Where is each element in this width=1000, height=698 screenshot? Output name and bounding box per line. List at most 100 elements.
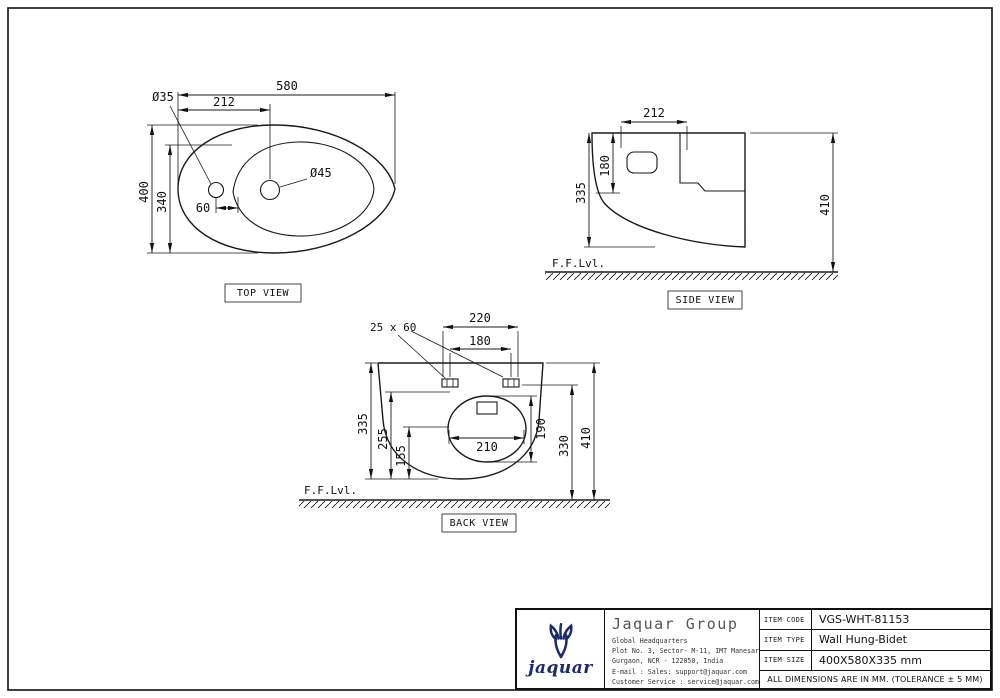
dim-total-height: 410 [818,194,832,216]
dim-large-hole: Ø45 [310,166,332,180]
leader-line [397,334,446,379]
dim-small-hole: Ø35 [152,90,174,104]
dim-opening-width: 210 [476,440,498,454]
jaquar-logo-icon [548,622,573,658]
side-view-outline [591,132,746,248]
label-frame [667,290,743,310]
mounting-slot-left [441,378,459,388]
dimension-580: 580 [177,79,396,184]
dim-body-height: 335 [356,413,370,435]
dimension-155: 155 [394,426,449,479]
dimension-410-back: 410 [546,362,600,500]
item-type-value: Wall Hung-Bidet [819,633,907,647]
floor-level-side: F.F.Lvl. [545,257,838,280]
company-name: Jaquar Group [612,615,739,633]
brand-cell: jaquar [517,610,605,688]
top-view-inner-rim [232,141,375,237]
view-label: TOP VIEW [237,288,290,299]
side-view-label-box: SIDE VIEW [667,290,743,310]
dimension-212-top: 212 [178,95,271,179]
dimension-340: 340 [155,144,232,253]
back-view: 25 x 60 220 180 335 255 [299,311,610,533]
side-view-rim-section [679,133,745,192]
dimension-335-back: 335 [356,362,438,480]
dim-depth: 400 [137,181,151,203]
dimension-410-side: 410 [750,132,838,272]
customer-service-line: Customer Service : service@jaquar.com [612,677,759,686]
dim-body-height: 335 [574,182,588,204]
mounting-slot-right [502,378,520,388]
label-frame [441,513,517,533]
company-address: Global Headquarters Plot No. 3, Sector- … [612,636,759,687]
dim-top-width: 580 [276,79,298,93]
brand-wordmark: jaquar [528,657,593,678]
callout-slot-size: 25 x 60 [370,321,504,379]
view-label: BACK VIEW [450,518,509,529]
dimension-330: 330 [522,384,578,500]
dimension-400: 400 [137,124,258,254]
dimension-220: 220 [442,311,519,377]
floor-hatching [299,501,610,508]
ffl-label: F.F.Lvl. [552,257,605,270]
slot-frame [441,378,459,388]
dim-slot-span: 220 [469,311,491,325]
top-view-label-box: TOP VIEW [224,283,302,303]
dim-tap-offset: 212 [213,95,235,109]
dimension-180-side: 180 [596,133,620,194]
dim-bowl-depth: 340 [155,191,169,213]
dimension-210: 210 [448,430,525,454]
view-label: SIDE VIEW [676,295,735,306]
slot-frame [502,378,520,388]
dimension-190: 190 [489,395,548,463]
dimension-255: 255 [376,391,450,479]
item-type-label: ITEM TYPE [760,630,812,650]
item-code-value: VGS-WHT-81153 [819,613,910,627]
leader-line [410,330,504,378]
back-view-opening [447,395,527,463]
dimension-212-side: 212 [620,106,688,150]
table-row: ITEM TYPE Wall Hung-Bidet [760,630,990,651]
top-view: 580 212 Ø35 Ø45 400 340 [137,79,396,303]
title-block: jaquar Jaquar Group Global Headquarters … [515,608,992,690]
dim-slot-size: 25 x 60 [370,321,416,334]
dimension-60: 60 [196,197,239,215]
tolerance-note: ALL DIMENSIONS ARE IN MM. (TOLERANCE ± 5… [767,674,983,684]
callout-hole-45: Ø45 [279,166,332,188]
floor-level-back: F.F.Lvl. [299,484,610,508]
dim-slot-centers: 180 [469,334,491,348]
dim-slot-floor-height: 330 [557,435,571,457]
address-line-2: Gurgaon, NCR - 122050, India [612,657,724,666]
item-table: ITEM CODE VGS-WHT-81153 ITEM TYPE Wall H… [760,610,990,688]
table-row: ITEM CODE VGS-WHT-81153 [760,610,990,631]
floor-hatching [545,273,838,280]
top-view-outer-outline [177,124,396,254]
item-size-label: ITEM SIZE [760,650,812,670]
top-view-large-hole [259,179,281,201]
hq-line: Global Headquarters [612,637,688,645]
dimension-180-back: 180 [449,334,512,377]
label-frame [224,283,302,303]
dim-top-depth: 212 [643,106,665,120]
email-line: E-mail : Sales: support@jaquar.com [612,667,747,676]
back-view-spout [476,401,498,415]
dimension-335-side: 335 [574,133,655,248]
item-size-value: 400X580X335 mm [819,653,922,667]
side-view: 212 180 335 410 F.F.Lvl. SIDE VIEW [545,106,838,310]
dim-low-height: 155 [394,445,408,467]
item-code-label: ITEM CODE [760,610,812,630]
dim-front-height: 180 [598,155,612,177]
company-cell: Jaquar Group Global Headquarters Plot No… [605,610,760,688]
ffl-label: F.F.Lvl. [304,484,357,497]
dim-opening-height: 190 [534,418,548,440]
dim-mid-height: 255 [376,428,390,450]
dim-total-height: 410 [579,427,593,449]
sheet-border [7,7,993,691]
side-view-tap-hole [626,151,658,174]
leader-line [279,178,308,188]
table-row: ITEM SIZE 400X580X335 mm [760,650,990,671]
address-line-1: Plot No. 3, Sector- M-11, IMT Manesar [612,647,759,656]
back-view-label-box: BACK VIEW [441,513,517,533]
top-view-small-hole [207,181,225,199]
